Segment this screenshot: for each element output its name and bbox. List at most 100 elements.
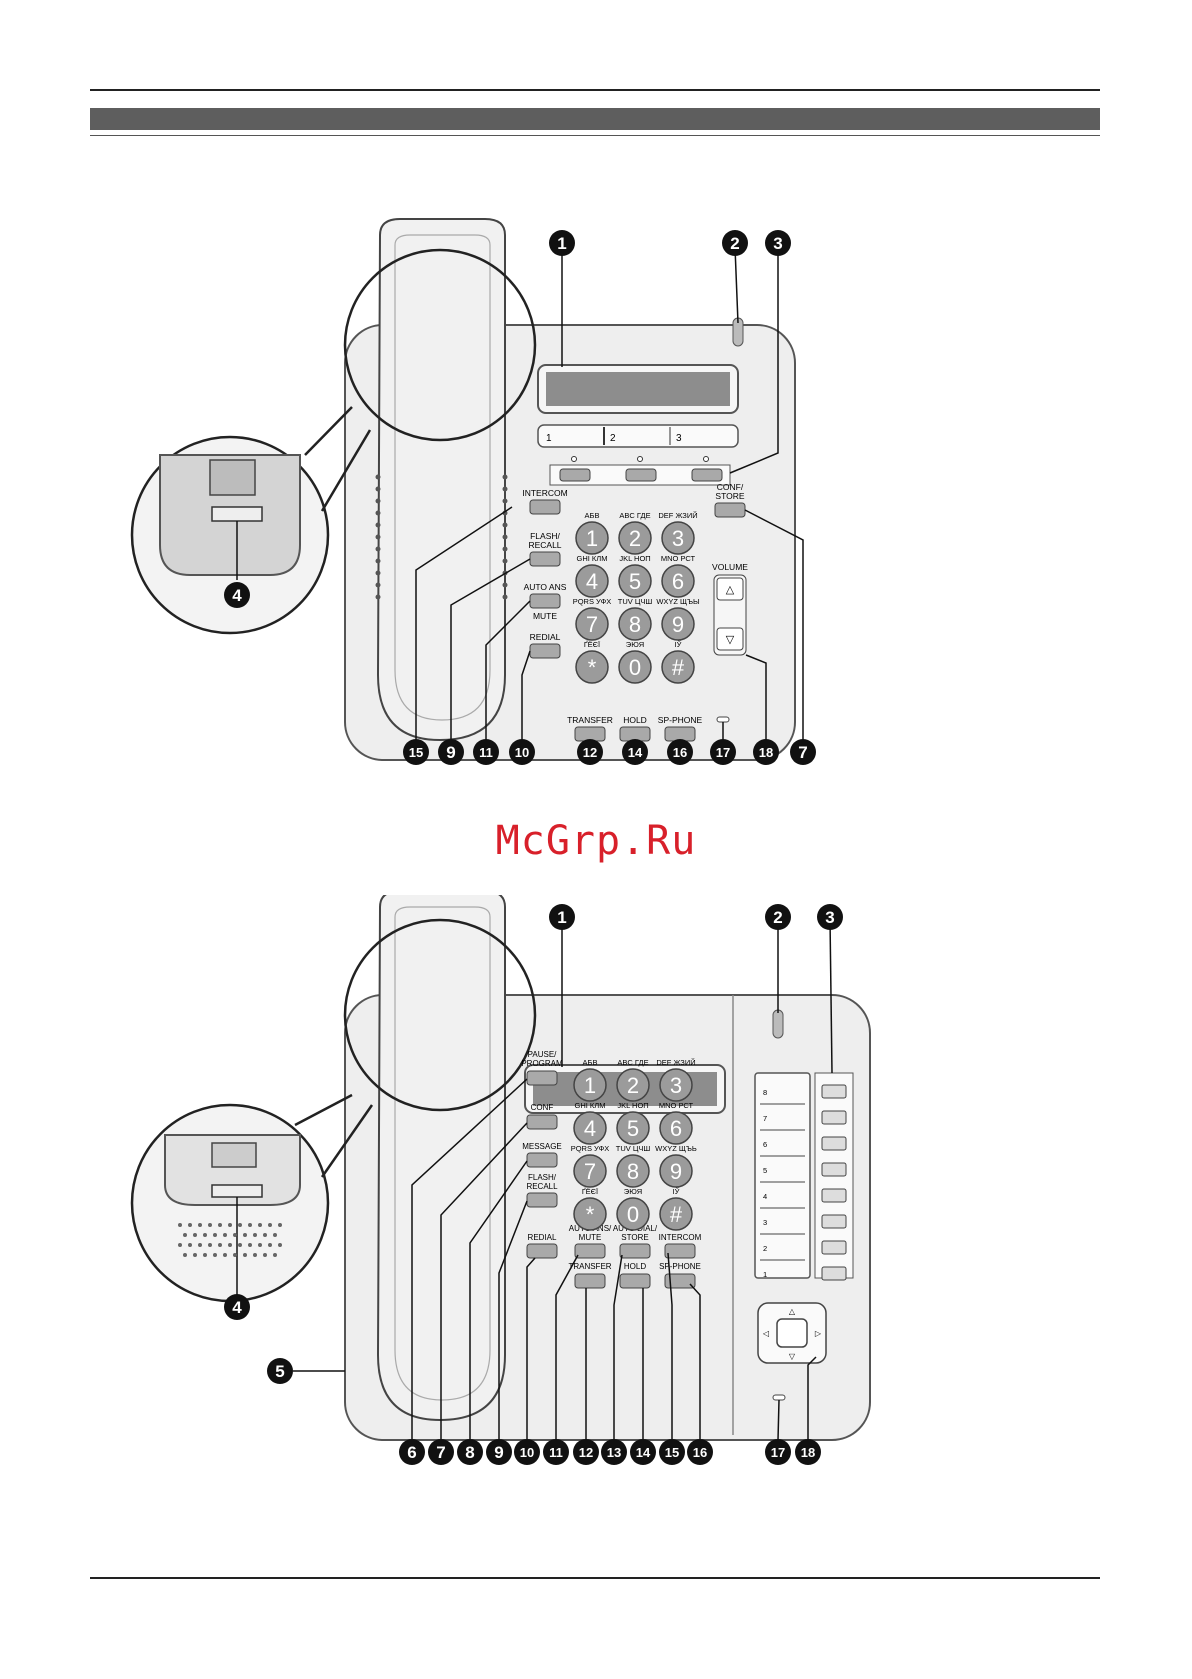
- key-digit-9: 9: [672, 612, 684, 637]
- callout-number-11: 11: [549, 1445, 563, 1460]
- callout-number-18: 18: [801, 1445, 815, 1460]
- leader-lines-1: [415, 246, 804, 741]
- callout-badge-14: [622, 739, 648, 765]
- redial-label: REDIAL: [528, 1233, 557, 1242]
- figure-1-phone-diagram: 1 2 3 INTERCOM FLASH/ RECALL AUTO ANS MU…: [130, 218, 816, 765]
- key-letters-9: WXYZ ЩЪЫ: [656, 597, 700, 606]
- callout-badge-7: [428, 1439, 454, 1465]
- key-digit-3: 3: [670, 1073, 682, 1098]
- auto-dial-label-2: STORE: [621, 1233, 648, 1242]
- key-digit-6: 6: [672, 569, 684, 594]
- key-digit-9: 9: [670, 1159, 682, 1184]
- line-button-2: [625, 468, 657, 482]
- pause-label-2: PROGRAM: [521, 1059, 563, 1068]
- callout-number-16: 16: [693, 1445, 707, 1460]
- callout-number-3: 3: [773, 234, 782, 253]
- redial-button: [529, 643, 561, 659]
- conf-label: CONF: [531, 1103, 554, 1112]
- key-letters-6: MNO РСТ: [659, 1101, 694, 1110]
- callout-badge-15: [659, 1439, 685, 1465]
- dss-label-1: 1: [763, 1270, 767, 1279]
- pause-label-1: PAUSE/: [528, 1050, 558, 1059]
- message-led: [772, 1009, 784, 1039]
- redial-label: REDIAL: [530, 632, 561, 642]
- key-letters-*: ҐЁЄЇ: [582, 1187, 599, 1196]
- key-digit-4: 4: [584, 1116, 596, 1141]
- callout-badge-9: [486, 1439, 512, 1465]
- speaker-holes: [375, 474, 508, 600]
- key-6: [659, 1111, 693, 1145]
- sp-phone-button: [664, 726, 696, 742]
- lcd-display: [546, 372, 730, 406]
- callout-badge-12: [573, 1439, 599, 1465]
- conf-store-button: [714, 502, 746, 518]
- leader-lines-2: [293, 918, 833, 1441]
- dss-button-8: [821, 1084, 847, 1099]
- key-digit-6: 6: [670, 1116, 682, 1141]
- dss-label-5: 5: [763, 1166, 767, 1175]
- key-letters-0: ЭЮЯ: [624, 1187, 642, 1196]
- redial-button: [526, 1243, 558, 1259]
- transfer-button: [574, 726, 606, 742]
- callout-number-12: 12: [579, 1445, 593, 1460]
- pause-program-button: [526, 1070, 558, 1086]
- key-letters-1: АБВ: [583, 1058, 598, 1067]
- microphone: [716, 716, 730, 723]
- dss-label-6: 6: [763, 1140, 767, 1149]
- callout-number-2: 2: [773, 908, 782, 927]
- key-5: [616, 1111, 650, 1145]
- mute-label: MUTE: [533, 611, 557, 621]
- nav-right-icon: ▷: [815, 1329, 822, 1338]
- key-digit-*: *: [586, 1202, 595, 1227]
- callout-number-14: 14: [628, 745, 643, 760]
- callout-number-18: 18: [759, 745, 773, 760]
- key-6: [661, 564, 695, 598]
- key-8: [616, 1154, 650, 1188]
- auto-ans-mute-button: [529, 593, 561, 609]
- key-4: [573, 1111, 607, 1145]
- callout-badge-3: [817, 904, 843, 930]
- key-2: [618, 521, 652, 555]
- dss-button-5: [821, 1162, 847, 1177]
- hold-button: [619, 1273, 651, 1289]
- callout-number-3: 3: [825, 908, 834, 927]
- callout-badge-4: [224, 582, 250, 608]
- callout-badge-2: [722, 230, 748, 256]
- dss-button-1: [821, 1266, 847, 1281]
- key-letters-5: JKL НОП: [617, 1101, 648, 1110]
- key-#: [661, 650, 695, 684]
- transfer-label: TRANSFER: [567, 715, 613, 725]
- key-digit-5: 5: [627, 1116, 639, 1141]
- key-letters-7: PQRS УФХ: [573, 597, 612, 606]
- sp-phone-button: [664, 1273, 696, 1289]
- dss-button-2: [821, 1240, 847, 1255]
- key-3: [661, 521, 695, 555]
- dss-button-4: [821, 1188, 847, 1203]
- key-*: [575, 650, 609, 684]
- callout-badge-11: [543, 1439, 569, 1465]
- key-#: [659, 1197, 693, 1231]
- callout-badge-12: [577, 739, 603, 765]
- callout-number-17: 17: [716, 745, 730, 760]
- auto-dial-store-button: [619, 1243, 651, 1259]
- key-digit-8: 8: [629, 612, 641, 637]
- flash-label-2: RECALL: [528, 540, 561, 550]
- key-digit-0: 0: [627, 1202, 639, 1227]
- line-label-3: 3: [676, 433, 682, 444]
- key-7: [573, 1154, 607, 1188]
- key-letters-2: ABC ГДЕ: [617, 1058, 648, 1067]
- conf-label-2: STORE: [715, 491, 744, 501]
- key-0: [616, 1197, 650, 1231]
- key-2: [616, 1068, 650, 1102]
- dss-label-4: 4: [763, 1192, 767, 1201]
- key-letters-3: DEF ЖЗИЙ: [658, 511, 697, 520]
- key-7: [575, 607, 609, 641]
- key-digit-2: 2: [627, 1073, 639, 1098]
- sp-phone-label: SP-PHONE: [658, 715, 703, 725]
- dss-button-6: [821, 1136, 847, 1151]
- key-letters-#: ІЎ: [675, 640, 682, 649]
- microphone: [772, 1394, 786, 1401]
